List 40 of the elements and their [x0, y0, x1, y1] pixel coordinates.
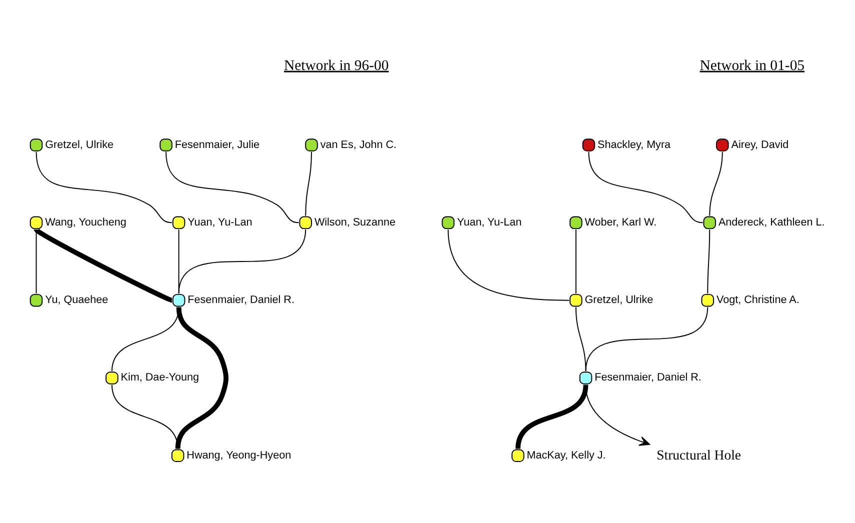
node-label: Airey, David	[731, 138, 789, 151]
node-label: Fesenmaier, Julie	[174, 138, 260, 151]
connector	[178, 229, 180, 294]
node-label: Wang, Youcheng	[45, 216, 126, 228]
connector	[175, 306, 228, 449]
node-label: Andereck, Kathleen L.	[718, 216, 825, 228]
node-label: MacKay, Kelly J.	[526, 449, 606, 462]
connector	[588, 151, 704, 224]
node-label: Fesenmaier, Daniel R.	[594, 372, 702, 384]
node-label: Shackley, Myra	[598, 138, 671, 151]
node-label: Wober, Karl W.	[584, 216, 657, 228]
connector	[707, 229, 710, 294]
node-text: Structural Hole	[656, 447, 742, 462]
node-label: Yu, Quaehee	[45, 294, 108, 306]
connector	[448, 229, 570, 301]
node-label: Kim, Dae-Young	[120, 372, 200, 384]
connector	[166, 151, 300, 224]
connector	[575, 229, 576, 294]
arrow	[585, 384, 650, 446]
node-label: Fesenmaier, Daniel R.	[188, 294, 294, 306]
connector	[34, 228, 173, 303]
node-label: Hwang, Yeong-Hyeon	[186, 449, 292, 462]
connector	[178, 229, 306, 294]
connector	[709, 151, 723, 216]
label: Network in 96-00	[284, 58, 389, 74]
node-label: van Es, John C.	[320, 138, 397, 151]
connector	[575, 306, 586, 372]
connector	[516, 384, 588, 450]
node-label: Gretzel, Ulrike	[45, 138, 114, 151]
connector	[305, 151, 312, 216]
connector	[36, 229, 37, 294]
connector	[111, 384, 178, 450]
node-label: Yuan, Yu-Lan	[456, 216, 522, 228]
node-label: Wilson, Suzanne	[314, 216, 396, 228]
node-label: Gretzel, Ulrike	[584, 294, 654, 306]
label: Network in 01-05	[700, 58, 805, 74]
connector	[585, 306, 708, 372]
connector	[36, 151, 172, 224]
node-label: Yuan, Yu-Lan	[188, 216, 252, 228]
node-label: Vogt, Christine A.	[716, 294, 800, 306]
